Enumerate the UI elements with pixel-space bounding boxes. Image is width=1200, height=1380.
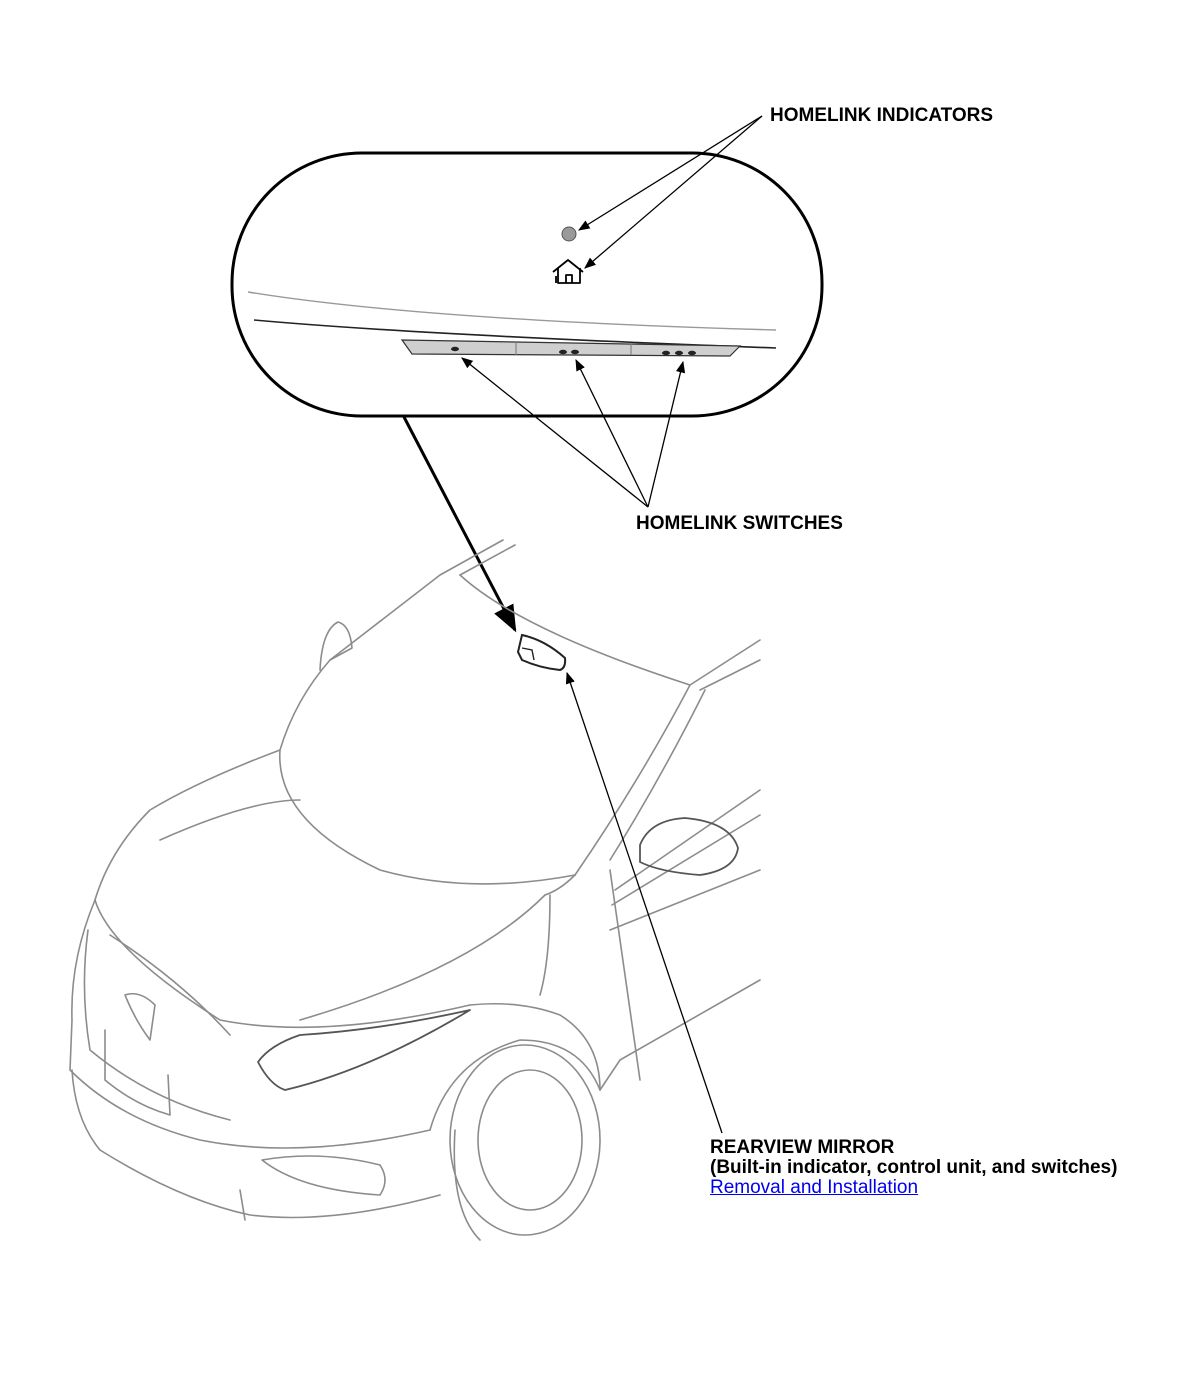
callout-pointer: [402, 416, 517, 633]
mirror-detail-callout: [230, 151, 824, 418]
homelink-house-icon: [552, 259, 584, 284]
vehicle-illustration: [69, 539, 761, 1241]
homelink-switches-label: HOMELINK SWITCHES: [636, 513, 843, 534]
homelink-indicators-label: HOMELINK INDICATORS: [770, 105, 994, 126]
indicator-led-icon: [561, 226, 577, 242]
homelink-switch-strip: [400, 339, 742, 357]
homelink-switch-3: [662, 350, 696, 356]
rearview-mirror-label: REARVIEW MIRROR: [710, 1137, 895, 1158]
rearview-mirror-detail-label: (Built-in indicator, control unit, and s…: [710, 1157, 1118, 1178]
homelink-switch-2: [559, 349, 579, 355]
rearview-mirror: [516, 633, 567, 672]
homelink-switch-1: [451, 346, 459, 352]
mirror-leader: [565, 671, 723, 1134]
indicators-leader: [578, 115, 763, 269]
removal-installation-link[interactable]: Removal and Installation: [710, 1177, 919, 1198]
switches-leader: [461, 357, 686, 508]
